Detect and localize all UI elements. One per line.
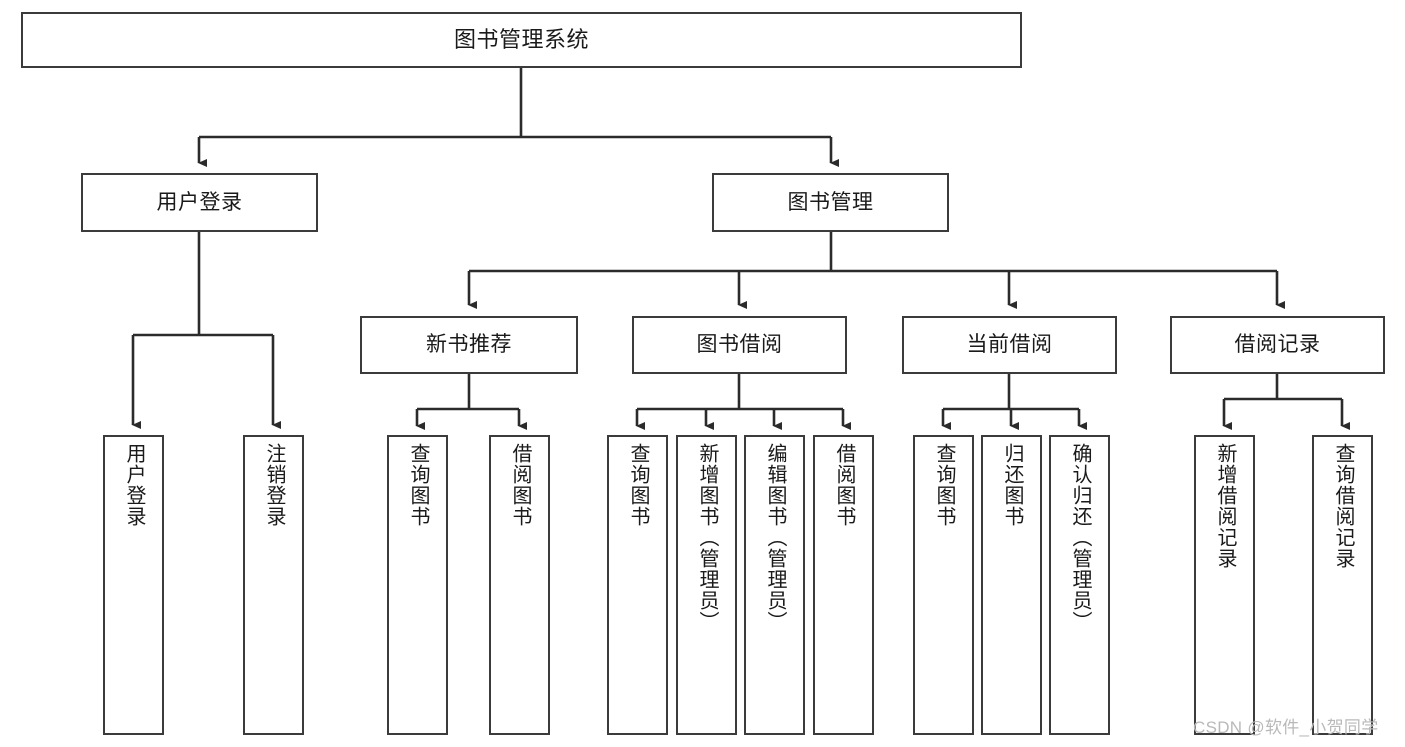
node-leaf-borrow-book-1[interactable]: 借阅图书 — [489, 435, 550, 735]
node-leaf-return-book[interactable]: 归还图书 — [981, 435, 1042, 735]
node-book-management[interactable]: 图书管理 — [712, 173, 949, 232]
node-label: 用户登录 — [123, 443, 145, 527]
node-borrow-record[interactable]: 借阅记录 — [1170, 316, 1385, 374]
node-label: 借阅图书 — [833, 443, 855, 527]
watermark: CSDN @软件_小贺同学 — [1193, 718, 1379, 737]
node-leaf-add-book[interactable]: 新增图书（管理员） — [676, 435, 737, 735]
node-label: 查询图书 — [933, 443, 955, 527]
node-leaf-logout-login[interactable]: 注销登录 — [243, 435, 304, 735]
node-label: 查询图书 — [407, 443, 429, 527]
node-leaf-user-login[interactable]: 用户登录 — [103, 435, 164, 735]
node-label: 借阅记录 — [1234, 333, 1321, 357]
node-label: 新书推荐 — [426, 333, 512, 357]
node-leaf-borrow-book-2[interactable]: 借阅图书 — [813, 435, 874, 735]
node-label: 图书借阅 — [696, 333, 783, 357]
node-new-book-recommend[interactable]: 新书推荐 — [360, 316, 578, 374]
node-leaf-query-book-1[interactable]: 查询图书 — [387, 435, 448, 735]
node-label: 当前借阅 — [966, 333, 1053, 357]
node-leaf-query-record[interactable]: 查询借阅记录 — [1312, 435, 1373, 735]
node-label: 新增图书（管理员） — [696, 443, 718, 632]
node-current-borrow[interactable]: 当前借阅 — [902, 316, 1117, 374]
node-label: 图书管理系统 — [453, 26, 589, 52]
node-label: 确认归还（管理员） — [1069, 443, 1091, 632]
node-label: 查询图书 — [627, 443, 649, 527]
node-label: 归还图书 — [1001, 443, 1023, 527]
node-leaf-query-book-3[interactable]: 查询图书 — [913, 435, 974, 735]
node-leaf-add-record[interactable]: 新增借阅记录 — [1194, 435, 1255, 735]
node-label: 查询借阅记录 — [1332, 443, 1354, 569]
node-label: 图书管理 — [787, 190, 874, 214]
node-leaf-edit-book[interactable]: 编辑图书（管理员） — [744, 435, 805, 735]
node-root-book-management-system[interactable]: 图书管理系统 — [21, 12, 1022, 68]
node-label: 编辑图书（管理员） — [764, 443, 786, 632]
node-leaf-query-book-2[interactable]: 查询图书 — [607, 435, 668, 735]
node-label: 注销登录 — [263, 443, 285, 527]
node-book-borrow[interactable]: 图书借阅 — [632, 316, 847, 374]
node-label: 借阅图书 — [509, 443, 531, 527]
node-user-login[interactable]: 用户登录 — [81, 173, 318, 232]
node-label: 用户登录 — [156, 190, 243, 214]
node-label: 新增借阅记录 — [1214, 443, 1236, 569]
node-leaf-confirm-return[interactable]: 确认归还（管理员） — [1049, 435, 1110, 735]
